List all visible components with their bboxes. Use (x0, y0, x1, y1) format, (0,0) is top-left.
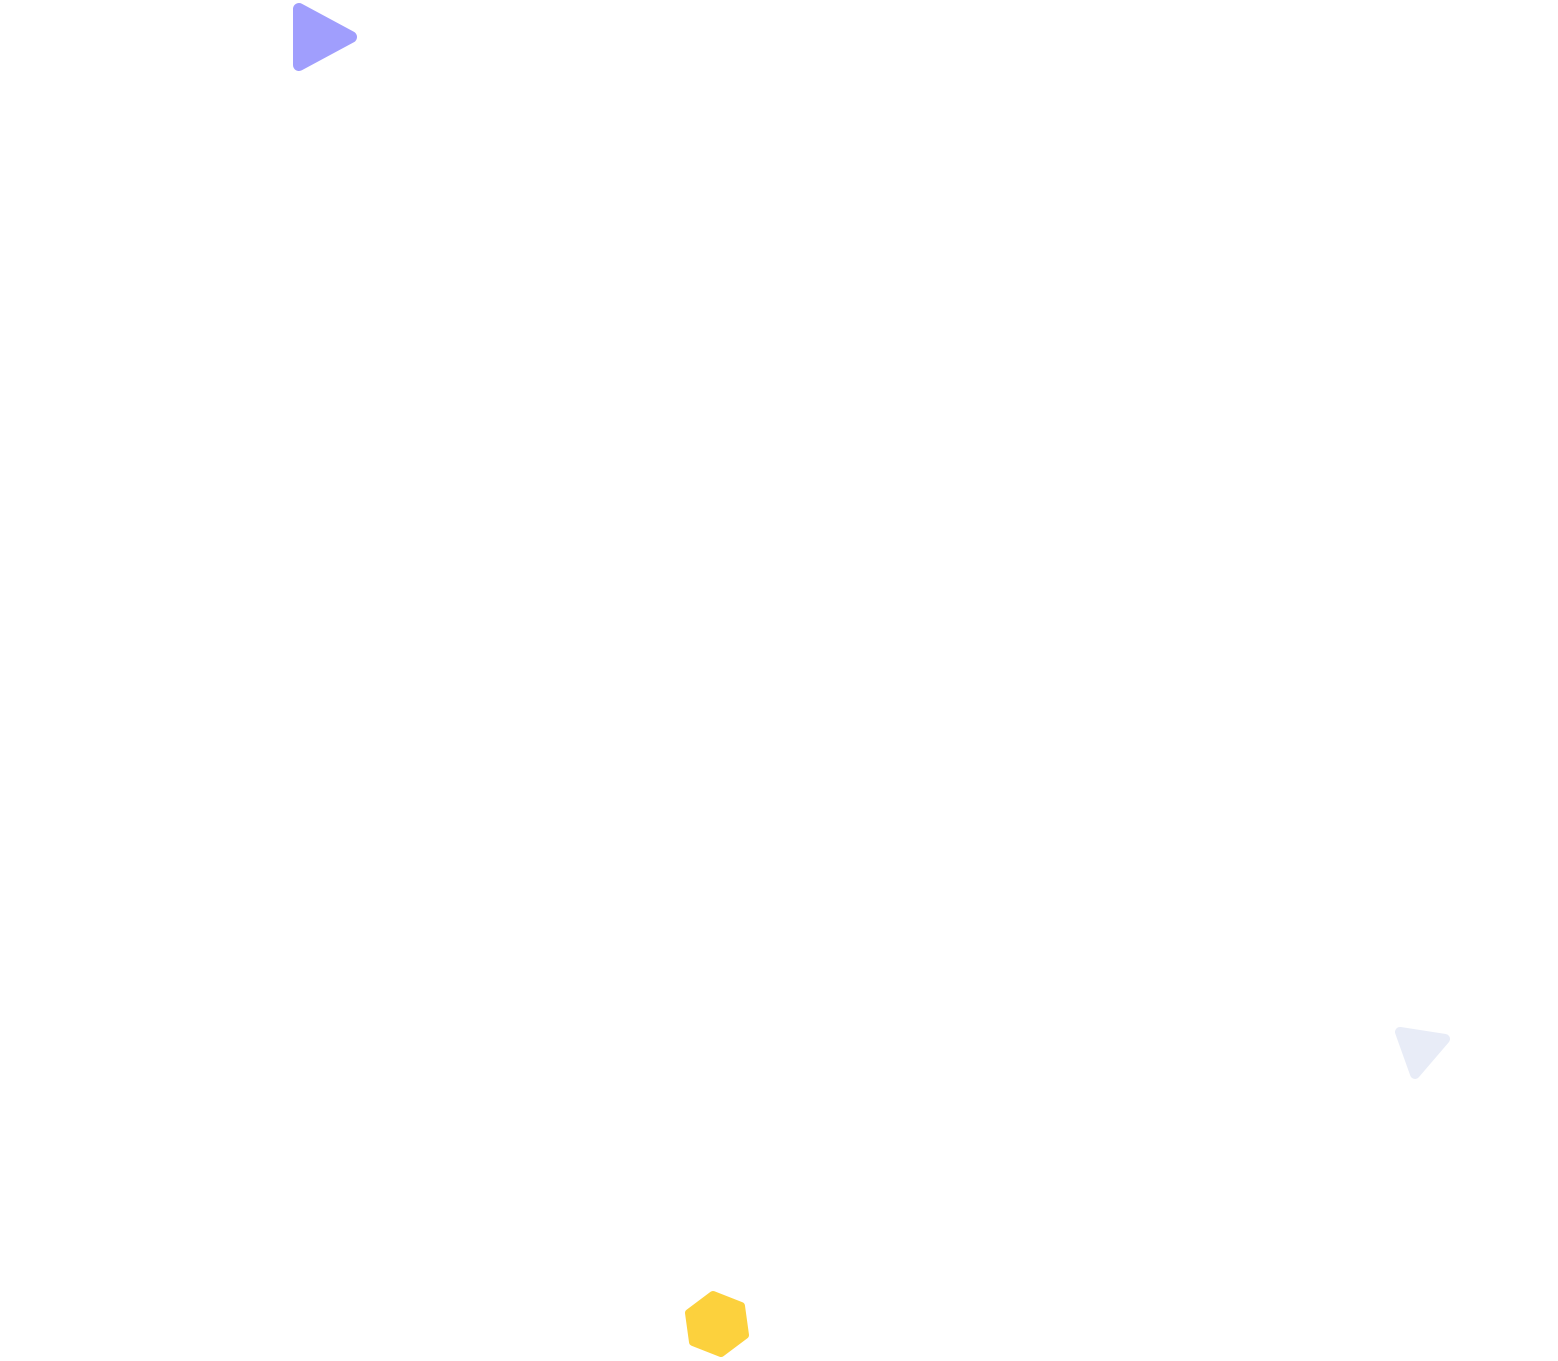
light-triangle-icon (1395, 1027, 1450, 1079)
yellow-hexagon-icon (685, 1291, 749, 1357)
purple-triangle-icon (293, 3, 357, 71)
